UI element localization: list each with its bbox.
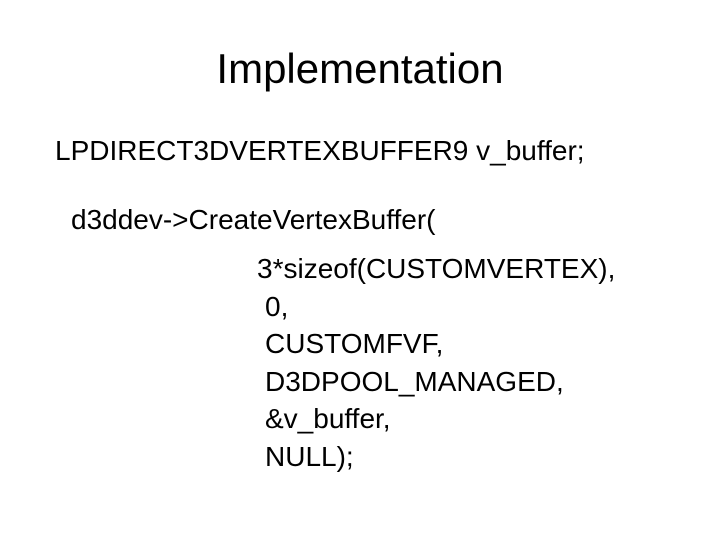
code-line-arg-customfvf: CUSTOMFVF, — [265, 328, 444, 359]
slide-title: Implementation — [216, 45, 504, 92]
code-line-arg-zero: 0, — [265, 291, 289, 322]
code-line-arg-null-close: NULL); — [265, 441, 354, 472]
code-line-create-vertex-buffer-call: d3ddev->CreateVertexBuffer( — [71, 204, 436, 235]
code-line-arg-sizeof: 3*sizeof(CUSTOMVERTEX), — [257, 253, 616, 284]
code-line-arg-vbuffer-address: &v_buffer, — [265, 403, 391, 434]
code-line-vertex-buffer-declaration: LPDIRECT3DVERTEXBUFFER9 v_buffer; — [55, 135, 585, 166]
code-line-arg-d3dpool-managed: D3DPOOL_MANAGED, — [265, 366, 564, 397]
